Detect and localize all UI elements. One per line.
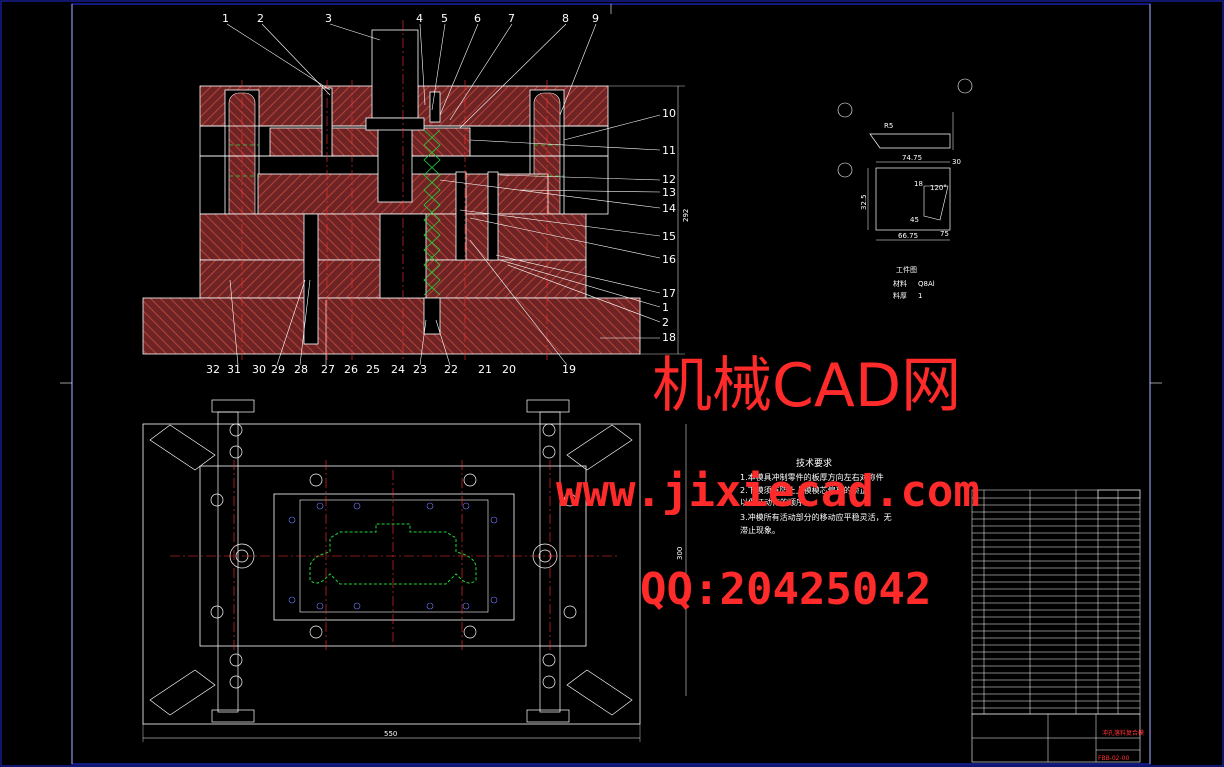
watermark-line-1: 机械CAD网 bbox=[652, 351, 961, 421]
tech-item: 1.本模具冲制零件的板厚方向左右对称件 bbox=[740, 472, 884, 482]
part-label: 9 bbox=[592, 12, 599, 25]
workpiece-dim: 30 bbox=[952, 158, 961, 166]
part-label: 13 bbox=[662, 186, 676, 199]
workpiece-title: 工件图 bbox=[896, 265, 917, 274]
front-section-view: 292 bbox=[142, 20, 690, 360]
part-label: 27 bbox=[321, 363, 335, 376]
part-label: 18 bbox=[662, 331, 676, 344]
part-label: 4 bbox=[416, 12, 423, 25]
watermark-line-3: QQ:20425042 bbox=[640, 564, 931, 615]
part-label: 24 bbox=[391, 363, 405, 376]
part-label: 32 bbox=[206, 363, 220, 376]
tech-title: 技术要求 bbox=[796, 457, 832, 469]
part-label: 2 bbox=[257, 12, 264, 25]
watermark-line-2: www.jixiecad.com bbox=[556, 466, 980, 517]
tech-item: 2.下模须有防止上模模芯偏离的矫正 bbox=[740, 485, 868, 495]
part-label: 30 bbox=[252, 363, 266, 376]
part-label: 3 bbox=[325, 12, 332, 25]
label-row-bottom: 30 29 28 27 26 25 24 23 22 19 bbox=[252, 363, 576, 376]
thickness-label: 料厚 bbox=[893, 291, 907, 300]
tech-item: 以保证动作的顺序。 bbox=[740, 497, 812, 507]
part-label: 21 bbox=[478, 363, 492, 376]
workpiece-dim: 74.75 bbox=[902, 154, 922, 162]
plan-view: 550 300 bbox=[142, 399, 687, 742]
title-block: 冲孔落料复合模 FBB-02-00 bbox=[971, 489, 1144, 763]
workpiece-dim: 45 bbox=[910, 216, 919, 224]
part-label: 23 bbox=[413, 363, 427, 376]
thickness-value: 1 bbox=[918, 292, 922, 300]
drawing-name: 冲孔落料复合模 bbox=[1102, 729, 1144, 737]
workpiece-dim: 66.75 bbox=[898, 232, 918, 240]
part-label: 29 bbox=[271, 363, 285, 376]
height-dimension: 292 bbox=[682, 209, 690, 222]
label-row-top: 1 2 3 4 5 6 7 8 9 bbox=[222, 12, 599, 25]
part-label: 1 bbox=[222, 12, 229, 25]
workpiece-dim: R5 bbox=[884, 122, 893, 130]
watermark: 机械CAD网 www.jixiecad.com QQ:20425042 bbox=[556, 351, 980, 615]
part-label: 1 bbox=[662, 301, 669, 314]
part-label: 11 bbox=[662, 144, 676, 157]
part-label: 17 bbox=[662, 287, 676, 300]
part-label: 28 bbox=[294, 363, 308, 376]
workpiece-dim: 120° bbox=[930, 184, 947, 192]
label-column-right: 10 11 12 13 14 15 16 17 1 2 18 bbox=[662, 107, 676, 344]
part-label: 5 bbox=[441, 12, 448, 25]
tech-item: 3.冲模所有活动部分的移动应平稳灵活，无 bbox=[740, 512, 892, 522]
material-value: Q8Al bbox=[918, 280, 935, 288]
workpiece-dim: 18 bbox=[914, 180, 923, 188]
part-label: 16 bbox=[662, 253, 676, 266]
part-label: 12 bbox=[662, 173, 676, 186]
part-label: 15 bbox=[662, 230, 676, 243]
part-label: 8 bbox=[562, 12, 569, 25]
drawing-number: FBB-02-00 bbox=[1098, 755, 1129, 762]
workpiece-detail: 74.75 18 32.5 66.75 75 R5 30 45 120° 工件图… bbox=[837, 78, 973, 300]
part-label: 31 bbox=[227, 363, 241, 376]
part-label: 14 bbox=[662, 202, 676, 215]
part-label: 22 bbox=[444, 363, 458, 376]
part-label: 7 bbox=[508, 12, 515, 25]
label-row-plan: 32 31 21 20 bbox=[206, 363, 516, 376]
part-label: 20 bbox=[502, 363, 516, 376]
leader-lines bbox=[226, 23, 661, 366]
workpiece-dim: 32.5 bbox=[860, 194, 868, 210]
parts-list bbox=[971, 489, 1141, 715]
part-label: 10 bbox=[662, 107, 676, 120]
depth-dimension: 300 bbox=[676, 547, 684, 560]
part-label: 2 bbox=[662, 316, 669, 329]
part-outline bbox=[309, 523, 477, 585]
part-label: 25 bbox=[366, 363, 380, 376]
workpiece-dim: 75 bbox=[940, 230, 949, 238]
tech-item: 滞止现象。 bbox=[740, 525, 780, 535]
part-label: 19 bbox=[562, 363, 576, 376]
width-dimension: 550 bbox=[384, 730, 397, 738]
part-label: 26 bbox=[344, 363, 358, 376]
part-label: 6 bbox=[474, 12, 481, 25]
material-label: 材料 bbox=[893, 279, 907, 288]
tech-requirements: 技术要求 1.本模具冲制零件的板厚方向左右对称件 2.下模须有防止上模模芯偏离的… bbox=[740, 457, 892, 535]
